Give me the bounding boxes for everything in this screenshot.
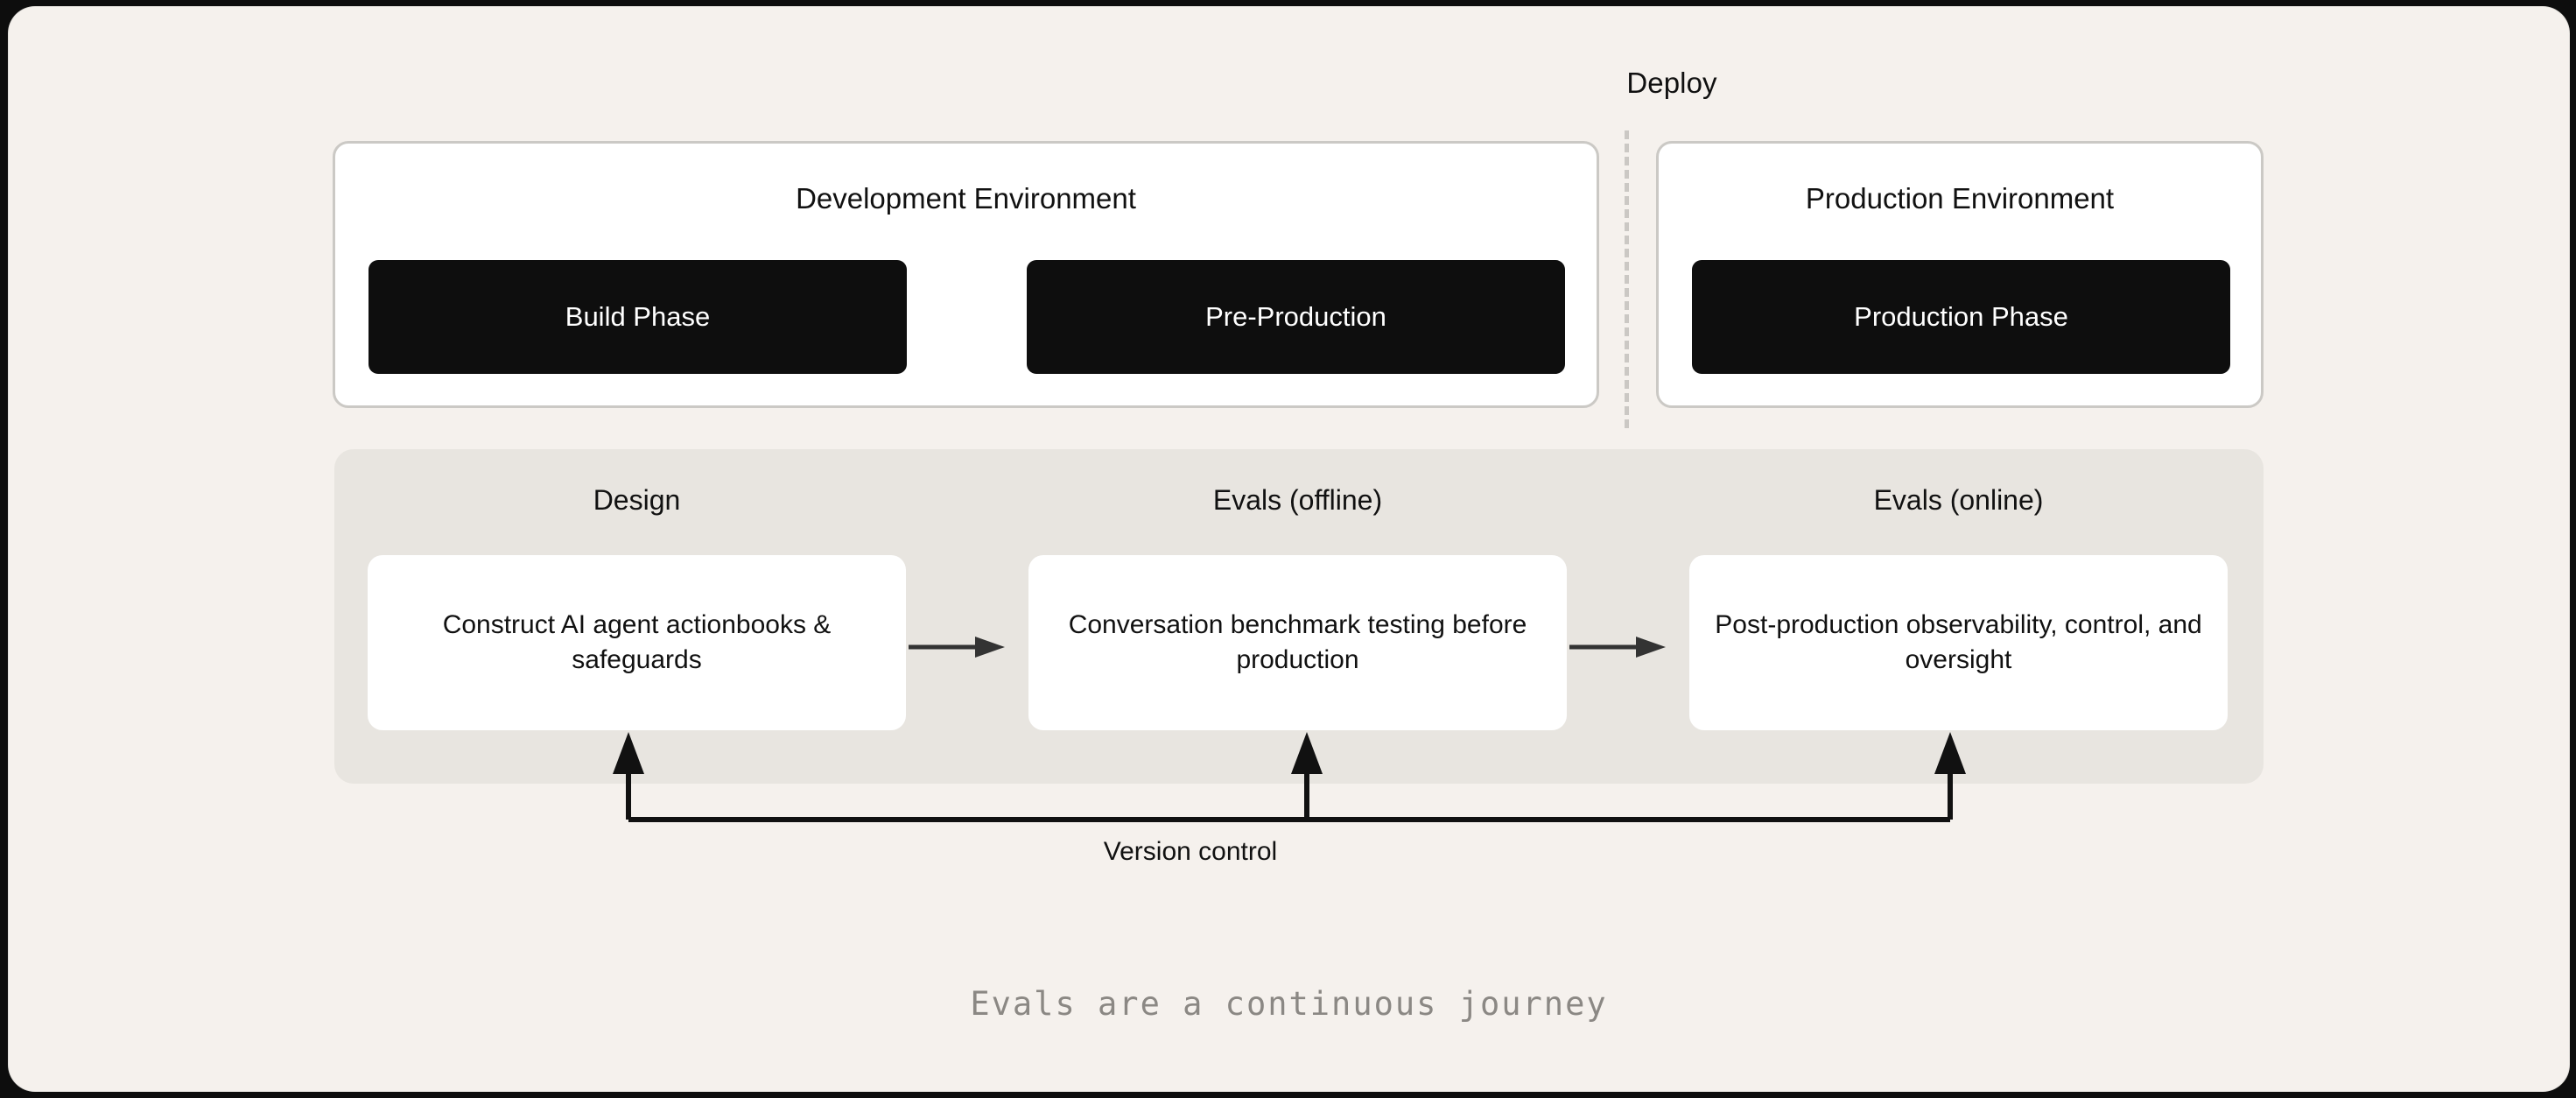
stage-design-card[interactable]: Construct AI agent actionbooks & safegua… <box>368 555 906 730</box>
build-phase-button[interactable]: Build Phase <box>369 260 907 374</box>
stage-evals-offline-title: Evals (offline) <box>1212 484 1383 516</box>
lifecycle-band: Design Construct AI agent actionbooks & … <box>334 449 2264 784</box>
deploy-label: Deploy <box>1626 67 1717 99</box>
stage-evals-online-card[interactable]: Post-production observability, control, … <box>1689 555 2228 730</box>
pre-production-phase-button[interactable]: Pre-Production <box>1027 260 1565 374</box>
stage-evals-offline: Evals (offline) Conversation benchmark t… <box>1028 449 1567 784</box>
stage-evals-offline-card[interactable]: Conversation benchmark testing before pr… <box>1028 555 1567 730</box>
stage-design: Design Construct AI agent actionbooks & … <box>368 449 906 784</box>
diagram-canvas: Deploy Development Environment Build Pha… <box>9 7 2569 1091</box>
version-control-label: Version control <box>1103 837 1278 866</box>
flow-arrow-design-to-offline <box>909 637 1005 658</box>
development-environment-panel: Development Environment Build Phase Pre-… <box>333 141 1599 408</box>
development-environment-title: Development Environment <box>796 182 1136 215</box>
footer-caption: Evals are a continuous journey <box>970 985 1608 1023</box>
deploy-divider <box>1625 130 1629 428</box>
production-phase-button[interactable]: Production Phase <box>1692 260 2230 374</box>
flow-arrow-offline-to-online <box>1569 637 1666 658</box>
production-environment-title: Production Environment <box>1805 182 2115 215</box>
production-environment-panel: Production Environment Production Phase <box>1656 141 2264 408</box>
stage-design-title: Design <box>593 484 681 516</box>
stage-evals-online-title: Evals (online) <box>1873 484 2044 516</box>
stage-evals-online: Evals (online) Post-production observabi… <box>1689 449 2228 784</box>
